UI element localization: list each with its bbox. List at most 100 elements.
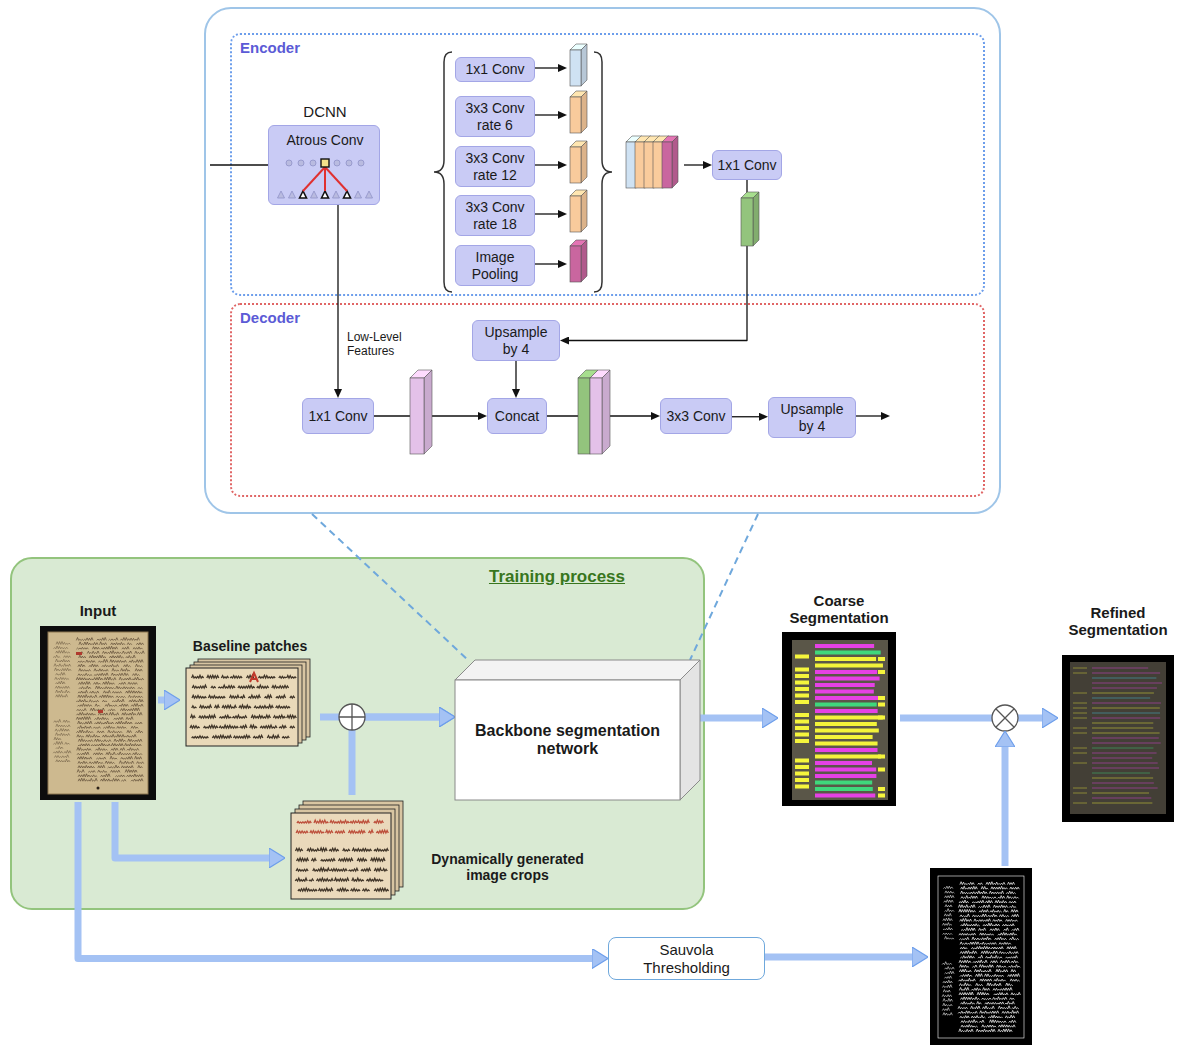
connector (158, 697, 164, 704)
class-region (878, 716, 885, 720)
node-label: Upsample by 4 (477, 324, 555, 356)
node-label: Upsample by 4 (773, 401, 851, 433)
sum-symbol-cross (339, 704, 365, 730)
class-stroke (1092, 673, 1160, 674)
feature-map (570, 240, 587, 282)
region-title: Training process (442, 567, 672, 587)
feature-map-front (626, 142, 636, 188)
manuscript-page (48, 632, 148, 794)
image-panel: Input (38, 600, 158, 802)
feature-map-front (570, 147, 581, 183)
class-region (815, 644, 874, 648)
feature-map-front (570, 50, 581, 86)
encoder-region: EncoderDCNNAtrous Conv1x1 Conv3x3 Conv r… (230, 33, 985, 296)
class-stroke (1073, 788, 1087, 789)
block-heading: DCNN (269, 103, 381, 120)
class-stroke (1092, 798, 1151, 799)
input-unit (278, 191, 285, 198)
handwriting (53, 719, 71, 762)
class-region (795, 733, 809, 737)
class-stroke (1092, 748, 1153, 749)
class-region (815, 755, 881, 759)
output-unit (321, 159, 329, 167)
input-line (210, 164, 268, 165)
class-region (815, 690, 874, 694)
output-unit (310, 160, 316, 166)
manuscript-page (792, 640, 888, 800)
class-stroke (1092, 753, 1157, 754)
class-region (815, 683, 875, 687)
photo-frame (1062, 655, 1174, 822)
layer-box: Upsample by 4 (472, 320, 560, 361)
class-region (878, 703, 885, 707)
feature-map (570, 44, 587, 86)
class-stroke (1092, 698, 1150, 699)
crop-sheet (291, 813, 391, 899)
class-stroke (1073, 693, 1087, 694)
node-label: Sauvola Thresholding (631, 941, 742, 976)
feature-map-side (753, 192, 759, 246)
feature-map-front (578, 378, 590, 454)
feature-map-front (644, 142, 654, 188)
class-region (878, 794, 885, 798)
photo-frame (782, 632, 896, 806)
class-region (795, 713, 809, 717)
class-region (795, 668, 809, 672)
dilated-tap (325, 167, 347, 191)
class-stroke (1073, 713, 1087, 714)
feature-map-front (662, 142, 672, 188)
class-region (815, 794, 875, 798)
node-label: 3x3 Conv rate 18 (460, 199, 530, 231)
feature-map-front (590, 378, 602, 454)
region-title: Encoder (240, 39, 380, 56)
panel-title: Coarse Segmentation (778, 592, 900, 627)
class-region (815, 774, 876, 778)
flow-arrow (535, 67, 558, 68)
connector (115, 802, 269, 858)
handwriting (942, 962, 954, 1016)
flow-arrow (684, 164, 703, 165)
class-region (815, 657, 876, 661)
class-stroke (1092, 713, 1160, 714)
node-label: 1x1 Conv (717, 157, 776, 173)
class-region (815, 742, 878, 746)
class-stroke (1092, 668, 1148, 669)
connector (337, 205, 338, 389)
image-stack: Baseline patches (180, 638, 320, 748)
network-label: Backbone segmentation network (460, 722, 675, 759)
class-stroke (1092, 723, 1153, 724)
handwriting (53, 642, 71, 698)
class-stroke (1073, 673, 1087, 674)
node-label: 1x1 Conv (308, 408, 367, 424)
output-unit (286, 160, 292, 166)
connector (900, 715, 1042, 722)
class-stroke (1092, 733, 1160, 734)
node-illustration (180, 638, 320, 748)
decoder-decoration (410, 370, 881, 454)
flow-arrow (535, 213, 558, 214)
training-decoration (312, 514, 1032, 1045)
flow-arrow (535, 263, 558, 264)
class-region (815, 729, 879, 733)
class-region (815, 696, 880, 700)
class-stroke (1092, 758, 1152, 759)
input-unit (333, 191, 340, 198)
class-region (815, 787, 873, 791)
feature-map-front (653, 142, 663, 188)
class-stroke (1073, 763, 1087, 764)
node-label: 3x3 Conv rate 12 (460, 150, 530, 182)
handwriting (76, 637, 144, 781)
class-region (795, 726, 809, 730)
image-panel: Refined Segmentation (1058, 598, 1178, 824)
rubric-mark (76, 652, 82, 655)
class-stroke (1073, 733, 1087, 734)
class-region (815, 651, 881, 655)
node-label: 3x3 Conv rate 6 (460, 100, 530, 132)
flow-arrow (535, 164, 558, 165)
page-mark (97, 787, 100, 790)
class-region (795, 655, 809, 659)
connector (700, 715, 762, 722)
handwriting (296, 820, 388, 833)
class-region (815, 722, 877, 726)
